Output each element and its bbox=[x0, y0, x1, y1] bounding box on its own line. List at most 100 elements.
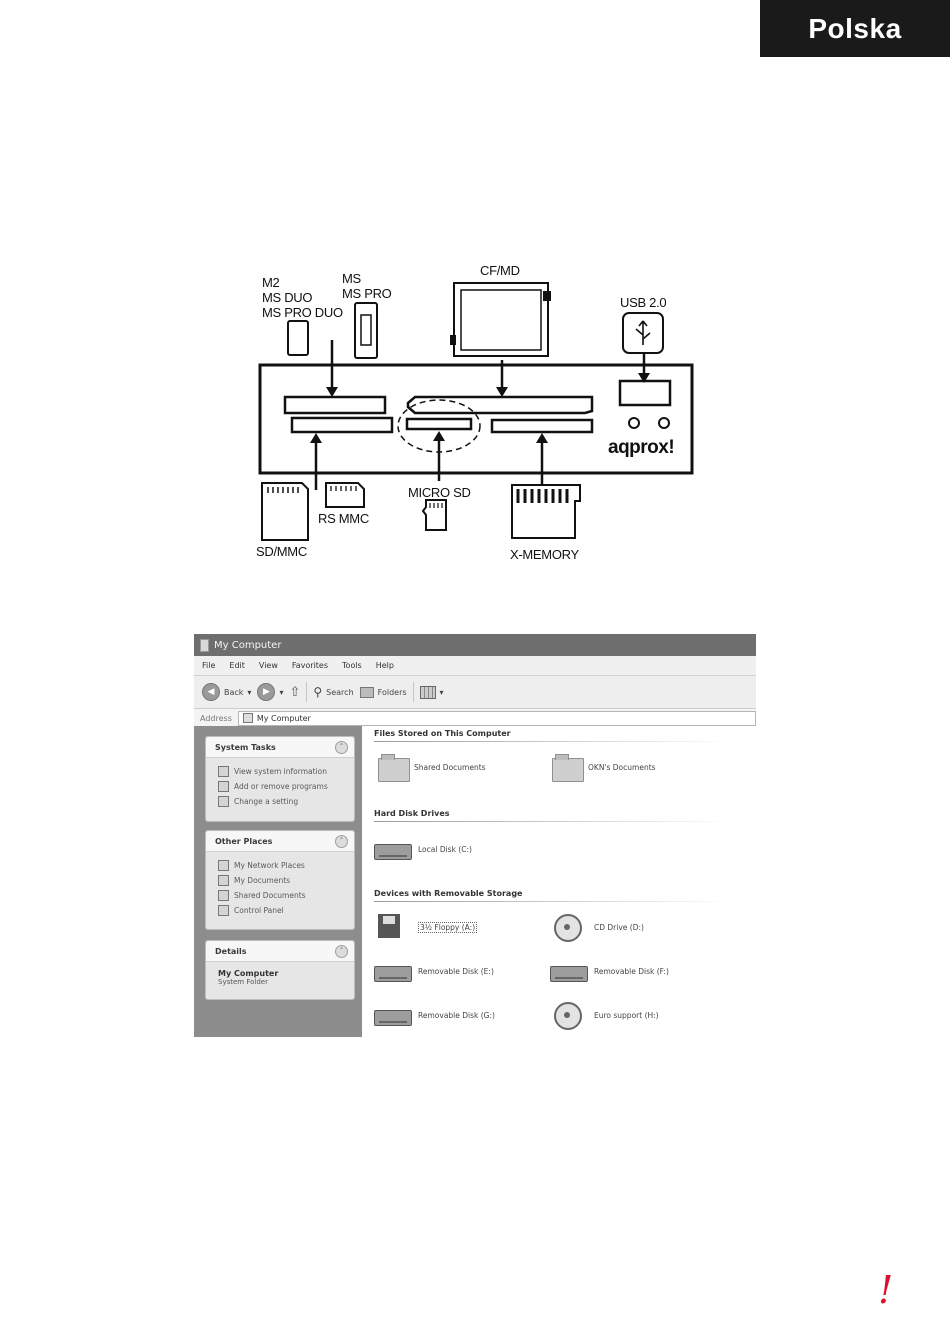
back-label: Back bbox=[224, 687, 244, 697]
item-local-disk-c[interactable]: Local Disk (C:) bbox=[374, 836, 472, 862]
label-cf-md: CF/MD bbox=[480, 263, 520, 278]
collapse-chevron-icon[interactable]: ˄ bbox=[335, 740, 348, 754]
network-icon bbox=[218, 860, 229, 871]
led-1 bbox=[628, 417, 640, 429]
front-panel bbox=[258, 363, 694, 475]
task-change-setting[interactable]: Change a setting bbox=[206, 794, 354, 809]
usb-port bbox=[618, 379, 672, 407]
item-user-documents[interactable]: OKN's Documents bbox=[552, 754, 656, 782]
system-tasks-header[interactable]: System Tasks ˄ bbox=[206, 737, 354, 758]
system-tasks-title: System Tasks bbox=[215, 742, 276, 752]
forward-button[interactable]: ▶ ▾ bbox=[257, 683, 283, 701]
task-label: View system information bbox=[234, 767, 327, 776]
content-area: Files Stored on This Computer Shared Doc… bbox=[362, 726, 756, 1037]
label-ms-group: MS MS PRO bbox=[342, 271, 392, 301]
place-label: Control Panel bbox=[234, 906, 284, 915]
brand-exclamation-mark: ! bbox=[878, 1268, 894, 1312]
micro-sd-card bbox=[421, 499, 447, 531]
item-label: Euro support (H:) bbox=[594, 1010, 659, 1020]
details-sub: System Folder bbox=[218, 978, 268, 986]
usb-symbol-icon bbox=[635, 320, 651, 345]
system-tasks-panel: System Tasks ˄ View system information A… bbox=[205, 736, 355, 822]
item-label: CD Drive (D:) bbox=[594, 922, 644, 932]
item-removable-f[interactable]: Removable Disk (F:) bbox=[550, 958, 669, 984]
ms-card-window bbox=[360, 314, 372, 346]
details-panel: Details ˄ My Computer System Folder bbox=[205, 940, 355, 1000]
place-shared-documents[interactable]: Shared Documents bbox=[206, 888, 354, 903]
task-view-system-info[interactable]: View system information bbox=[206, 764, 354, 779]
cf-card-inner bbox=[460, 289, 542, 351]
section-divider bbox=[374, 821, 734, 822]
search-label: Search bbox=[326, 687, 354, 697]
label-rs-mmc: RS MMC bbox=[318, 511, 369, 526]
folder-icon bbox=[378, 754, 410, 782]
item-removable-g[interactable]: Removable Disk (G:) bbox=[374, 1002, 495, 1028]
place-control-panel[interactable]: Control Panel bbox=[206, 903, 354, 918]
removable-disk-icon bbox=[374, 1010, 412, 1026]
item-euro-support-h[interactable]: Euro support (H:) bbox=[550, 1000, 659, 1030]
task-label: Change a setting bbox=[234, 797, 299, 806]
collapse-chevron-icon[interactable]: ˄ bbox=[335, 944, 348, 958]
item-label: 3½ Floppy (A:) bbox=[418, 921, 478, 933]
up-folder-icon[interactable]: ⇧ bbox=[289, 684, 301, 700]
programs-icon bbox=[218, 781, 229, 792]
menu-favorites[interactable]: Favorites bbox=[291, 661, 329, 670]
label-ms: MS bbox=[342, 271, 361, 286]
details-header[interactable]: Details ˄ bbox=[206, 941, 354, 962]
menu-help[interactable]: Help bbox=[375, 661, 394, 670]
task-add-remove-programs[interactable]: Add or remove programs bbox=[206, 779, 354, 794]
folders-button[interactable]: Folders bbox=[359, 686, 407, 698]
views-button[interactable]: ▾ bbox=[419, 685, 444, 699]
slot-ms bbox=[283, 395, 387, 415]
computer-icon bbox=[200, 638, 209, 652]
address-field[interactable]: My Computer bbox=[237, 710, 756, 726]
slot-cf bbox=[406, 395, 594, 415]
label-micro-sd: MICRO SD bbox=[408, 485, 471, 500]
menu-file[interactable]: File bbox=[202, 661, 216, 670]
place-label: My Network Places bbox=[234, 861, 305, 870]
menu-tools[interactable]: Tools bbox=[342, 661, 362, 670]
rs-mmc-card bbox=[325, 482, 365, 508]
dropdown-arrow-icon: ▾ bbox=[279, 687, 284, 697]
other-places-panel: Other Places ˄ My Network Places My Docu… bbox=[205, 830, 355, 930]
label-m2: M2 bbox=[262, 275, 280, 290]
other-places-header[interactable]: Other Places ˄ bbox=[206, 831, 354, 852]
menu-bar: File Edit View Favorites Tools Help bbox=[194, 656, 756, 676]
place-label: Shared Documents bbox=[234, 891, 306, 900]
sd-card-pins bbox=[267, 487, 299, 493]
views-icon bbox=[419, 685, 436, 699]
led-2 bbox=[658, 417, 670, 429]
item-floppy-a[interactable]: 3½ Floppy (A:) bbox=[374, 912, 478, 942]
slot-xd bbox=[490, 418, 594, 434]
menu-view[interactable]: View bbox=[258, 661, 278, 670]
m2-card bbox=[287, 320, 309, 356]
item-label: OKN's Documents bbox=[588, 762, 656, 772]
item-removable-e[interactable]: Removable Disk (E:) bbox=[374, 958, 494, 984]
cf-notch-1 bbox=[543, 291, 551, 301]
place-network[interactable]: My Network Places bbox=[206, 858, 354, 873]
card-reader-drawing bbox=[258, 282, 694, 541]
item-shared-documents[interactable]: Shared Documents bbox=[378, 754, 486, 782]
cf-card bbox=[453, 282, 549, 357]
window-title: My Computer bbox=[214, 639, 282, 651]
details-title: Details bbox=[215, 946, 247, 956]
section-files-title: Files Stored on This Computer bbox=[374, 729, 511, 738]
item-label: Local Disk (C:) bbox=[418, 844, 472, 854]
search-button[interactable]: ⚲ Search bbox=[313, 685, 353, 699]
item-label: Removable Disk (G:) bbox=[418, 1010, 495, 1020]
back-button[interactable]: ◀ Back ▾ bbox=[202, 683, 251, 701]
section-divider bbox=[374, 901, 734, 902]
forward-arrow-icon: ▶ bbox=[257, 683, 276, 701]
cd-disc-icon bbox=[554, 1002, 582, 1030]
control-panel-icon bbox=[218, 905, 229, 916]
menu-edit[interactable]: Edit bbox=[229, 661, 245, 670]
place-my-documents[interactable]: My Documents bbox=[206, 873, 354, 888]
place-label: My Documents bbox=[234, 876, 291, 885]
my-computer-window: My Computer File Edit View Favorites Too… bbox=[194, 634, 756, 1037]
folder-icon bbox=[552, 754, 584, 782]
window-titlebar: My Computer bbox=[194, 634, 756, 656]
item-cd-drive-d[interactable]: CD Drive (D:) bbox=[550, 912, 644, 942]
folders-label: Folders bbox=[377, 687, 407, 697]
collapse-chevron-icon[interactable]: ˄ bbox=[335, 834, 348, 848]
label-ms-duo: MS DUO bbox=[262, 290, 313, 305]
